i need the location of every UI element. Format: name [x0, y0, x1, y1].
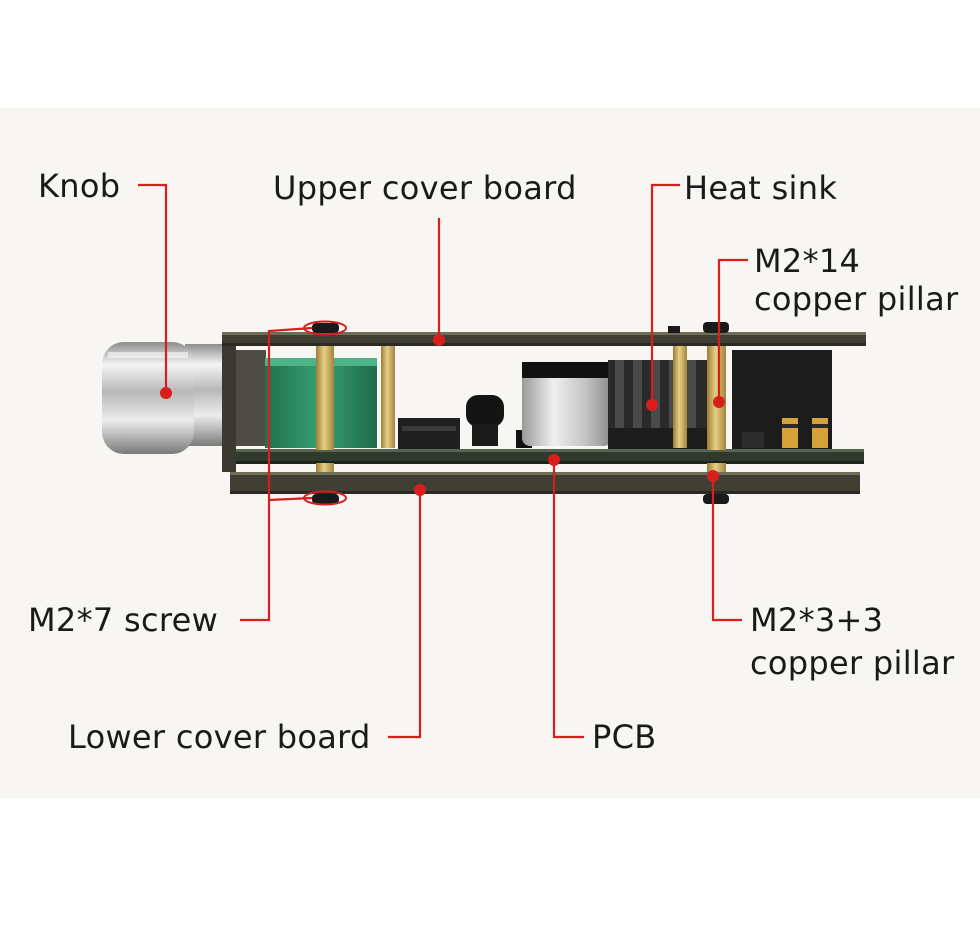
- lower-cover-board: [230, 472, 860, 494]
- upper-cover-board: [222, 332, 866, 346]
- potentiometer: [232, 350, 377, 448]
- label-lower-cover-board: Lower cover board: [68, 718, 371, 756]
- screw-heads: [312, 322, 729, 504]
- callout-lines: [138, 183, 748, 739]
- label-heat-sink: Heat sink: [684, 169, 838, 207]
- label-upper-cover-board: Upper cover board: [273, 169, 577, 207]
- callout-dots: [160, 334, 725, 496]
- label-m2-3-3: M2*3+3: [750, 601, 884, 639]
- label-m2-7-screw: M2*7 screw: [28, 601, 219, 639]
- side-plate: [222, 340, 236, 472]
- label-m2-14: M2*14: [754, 242, 861, 280]
- pcb-components: [398, 350, 832, 449]
- label-m2-14-copper-pillar: copper pillar: [754, 280, 959, 318]
- copper-pillars: [316, 340, 726, 472]
- label-knob: Knob: [38, 167, 121, 205]
- label-m2-3-3-copper-pillar: copper pillar: [750, 644, 955, 682]
- label-pcb: PCB: [592, 718, 657, 756]
- knob-illustration: [102, 342, 230, 454]
- callout-screw-ellipses: [303, 320, 347, 506]
